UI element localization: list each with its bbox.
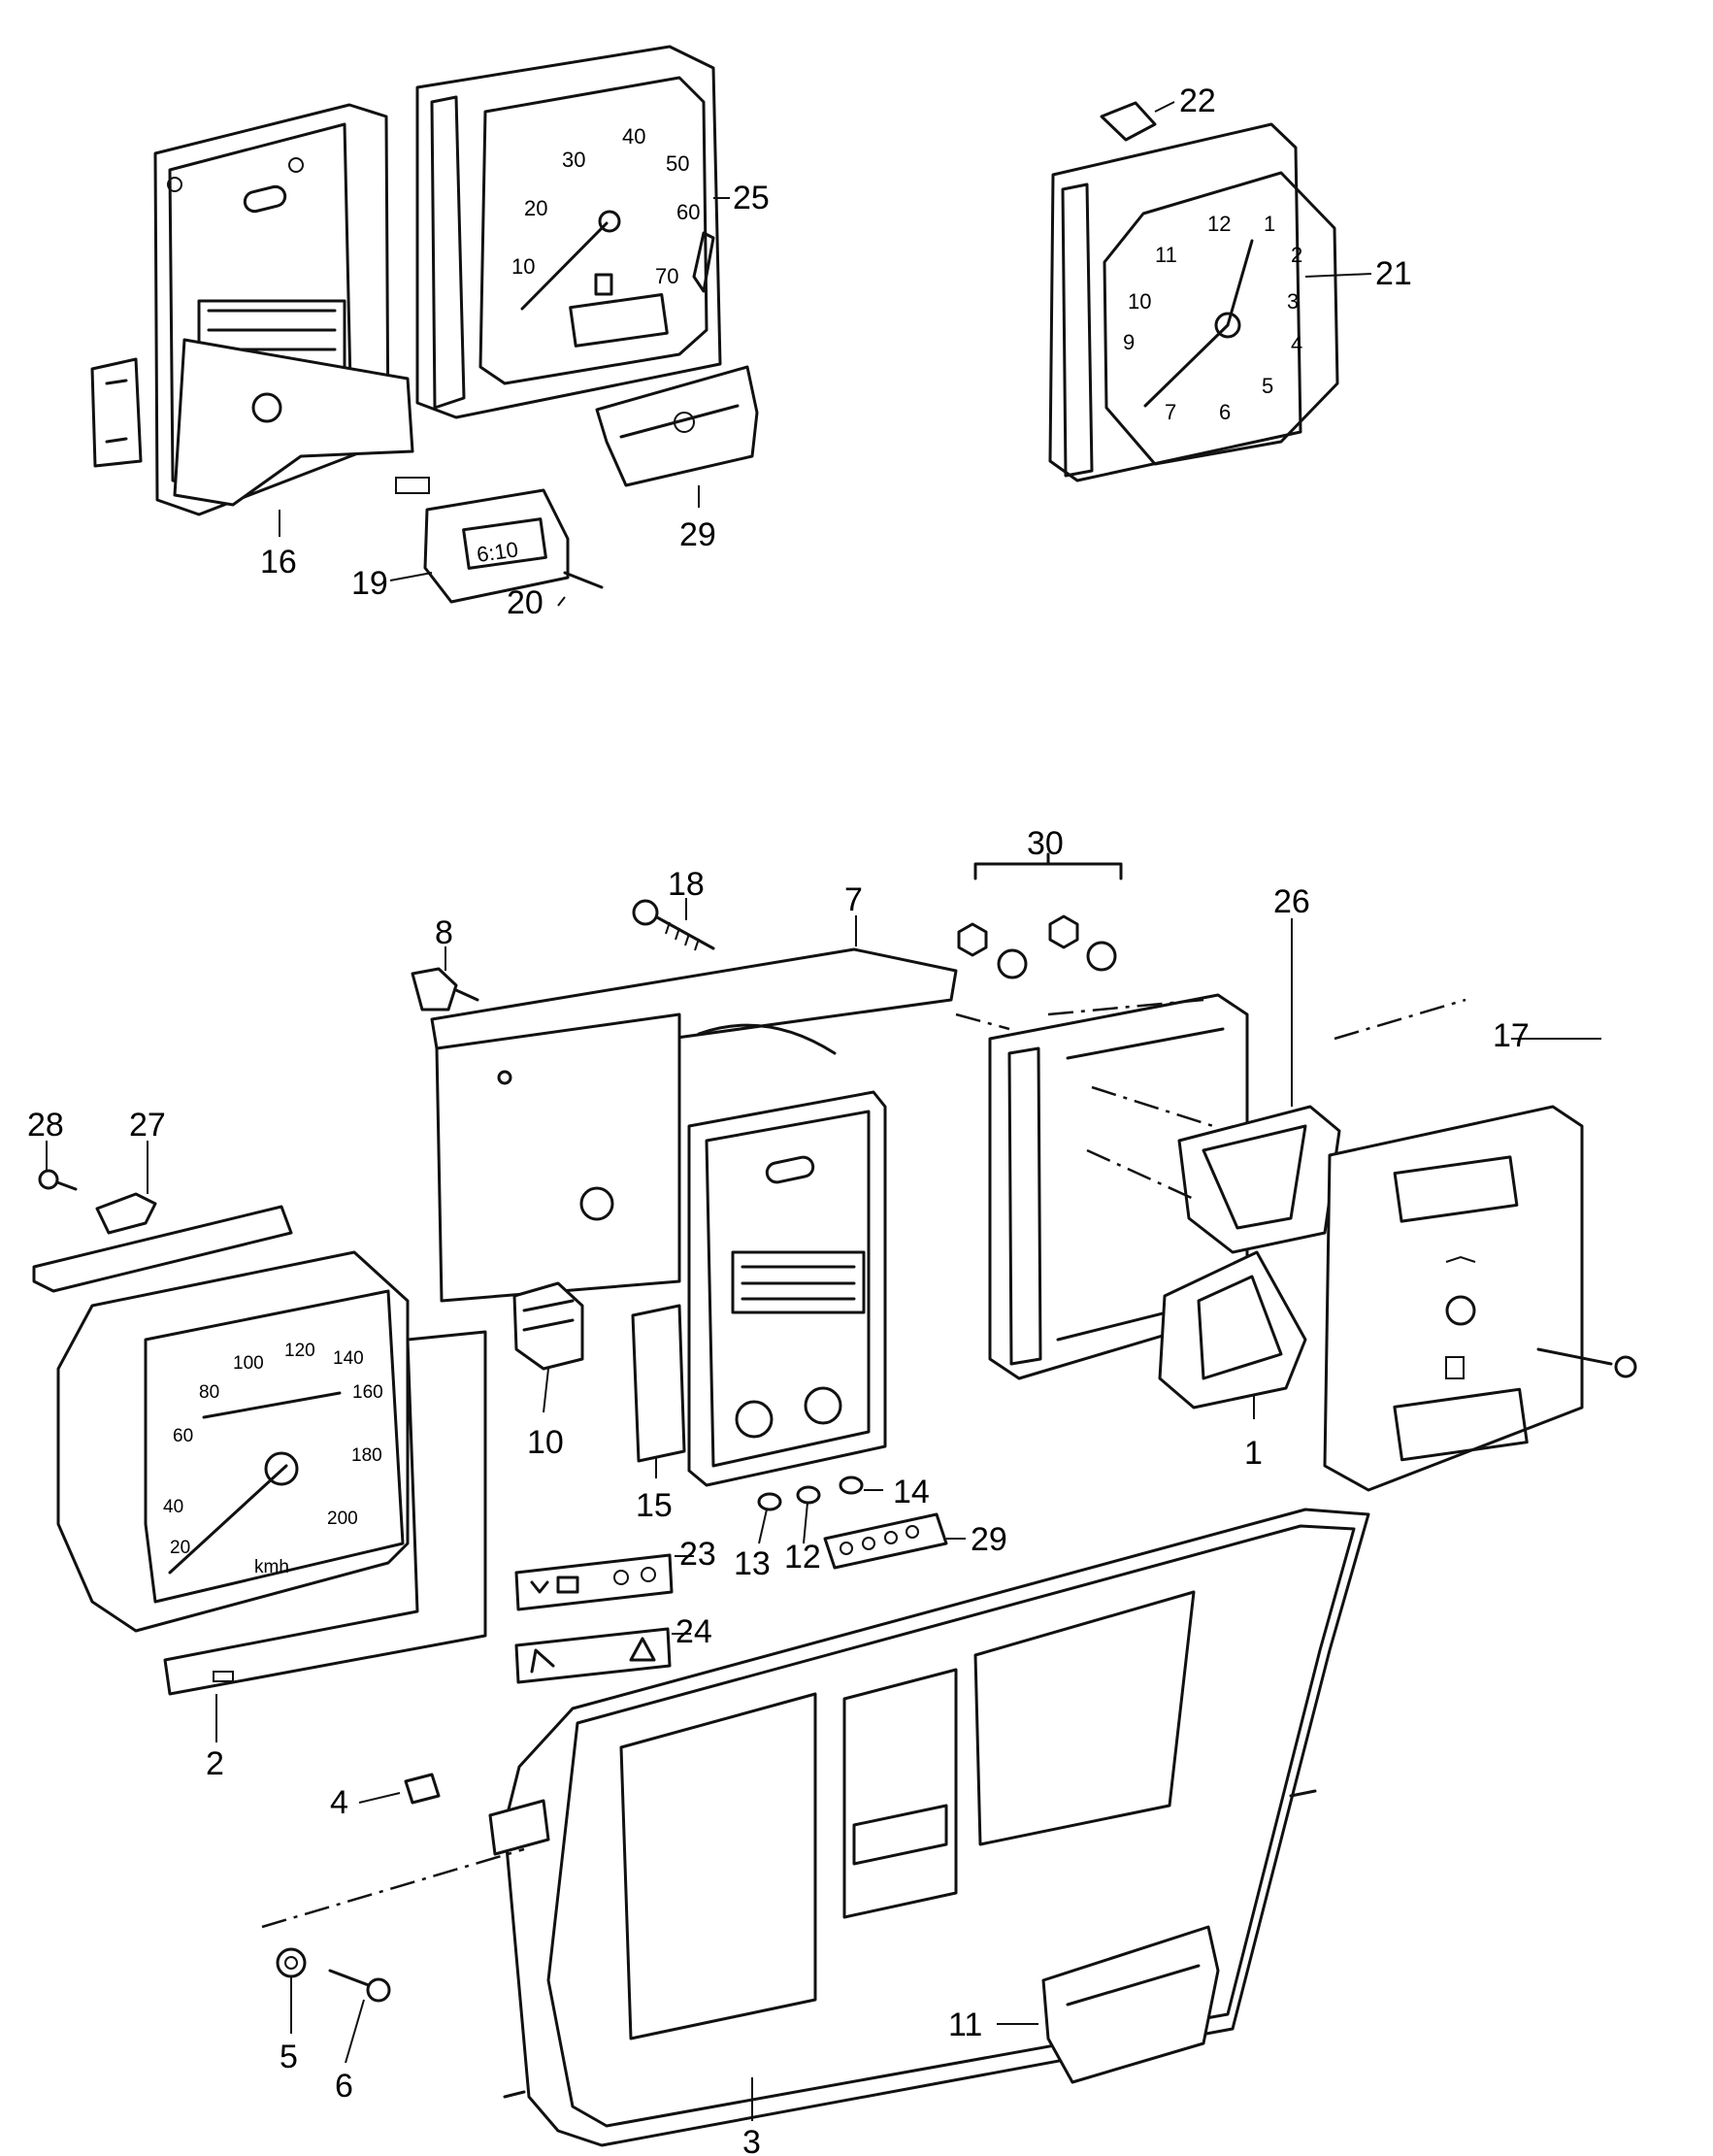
clock-numeral-10: 10 — [1128, 289, 1151, 314]
speedometer-unit: kmh — [254, 1557, 289, 1577]
callout-12: 12 — [784, 1539, 821, 1576]
callout-28: 28 — [27, 1107, 64, 1144]
tachometer-scale-40: 40 — [622, 124, 645, 149]
tachometer-scale-50: 50 — [666, 151, 689, 176]
part-14-bulb — [839, 1476, 864, 1495]
speedometer-scale-100: 100 — [233, 1353, 264, 1374]
callout-30: 30 — [1027, 825, 1064, 862]
callout-26: 26 — [1273, 883, 1310, 920]
callout-22: 22 — [1179, 83, 1216, 119]
callout-29-top: 29 — [679, 516, 716, 553]
callout-8: 8 — [435, 914, 453, 951]
clock-numeral-2: 2 — [1291, 243, 1302, 267]
speedometer-scale-20: 20 — [170, 1538, 190, 1558]
speedometer: 20 40 60 80 100 120 140 160 180 200 kmh — [32, 1205, 410, 1633]
clock-numeral-4: 4 — [1291, 332, 1302, 356]
part-23-warning-symbol-strip — [514, 1553, 674, 1611]
clock-numeral-3: 3 — [1287, 289, 1299, 314]
part-12-bulb — [796, 1485, 821, 1505]
callout-7: 7 — [844, 881, 863, 918]
speedometer-scale-200: 200 — [327, 1509, 358, 1529]
tachometer-scale-70: 70 — [655, 264, 678, 288]
part-6-screw — [328, 1969, 391, 2003]
part-13-bulb — [757, 1492, 782, 1511]
part-24-warning-symbol-strip — [514, 1627, 672, 1684]
speedometer-scale-140: 140 — [333, 1348, 364, 1369]
callout-18: 18 — [668, 866, 705, 903]
part-11-connector-cover — [1041, 1925, 1220, 2084]
part-1-temperature-gauge — [1158, 1250, 1307, 1410]
part-20-pin — [563, 571, 604, 589]
callout-17: 17 — [1493, 1017, 1530, 1054]
part-29-connector-cover-top — [595, 365, 759, 487]
tachometer-scale-10: 10 — [511, 254, 535, 279]
part-30-nuts-washers — [957, 852, 1123, 979]
part-27-connector — [95, 1192, 157, 1235]
callout-21: 21 — [1375, 255, 1412, 292]
speedometer-scale-60: 60 — [173, 1426, 193, 1446]
clock-numeral-5: 5 — [1262, 374, 1273, 398]
callout-1: 1 — [1244, 1435, 1263, 1472]
callout-10: 10 — [527, 1424, 564, 1461]
callout-2: 2 — [206, 1745, 224, 1782]
callout-23: 23 — [679, 1536, 716, 1573]
part-5-washer — [276, 1947, 307, 1978]
part-25-tachometer: 10 20 30 40 50 60 70 — [415, 45, 722, 419]
part-3-cluster-housing-lens — [488, 1508, 1370, 2147]
callout-13: 13 — [734, 1545, 771, 1582]
callout-29-bottom: 29 — [971, 1521, 1007, 1558]
part-screw-right — [1536, 1347, 1637, 1378]
speedometer-scale-80: 80 — [199, 1382, 219, 1403]
part-29-bulb-holder-strip — [823, 1512, 948, 1570]
speedometer-scale-120: 120 — [284, 1341, 315, 1361]
speedometer-scale-40: 40 — [163, 1497, 183, 1517]
part-15-printed-circuit — [631, 1090, 887, 1487]
callout-20: 20 — [507, 584, 544, 621]
callout-5: 5 — [280, 2039, 298, 2075]
clock-numeral-11: 11 — [1155, 243, 1177, 267]
part-18-screw — [632, 899, 715, 951]
part-28-screw — [38, 1169, 78, 1191]
part-16-circuit-housing — [90, 103, 414, 516]
part-21-analog-clock: 12 1 2 3 4 5 6 7 9 10 11 — [1048, 122, 1339, 482]
clock-numeral-9: 9 — [1123, 330, 1135, 354]
part-19-digital-clock-module: 6:10 — [395, 477, 570, 604]
speedometer-scale-180: 180 — [351, 1445, 382, 1466]
part-17-back-plate — [1323, 1105, 1584, 1492]
part-26-fuel-gauge — [1177, 1105, 1341, 1254]
tachometer-scale-30: 30 — [562, 148, 585, 172]
clock-numeral-12: 12 — [1207, 212, 1231, 236]
clock-numeral-7: 7 — [1165, 400, 1176, 424]
speedometer-scale-160: 160 — [352, 1382, 383, 1403]
callout-14: 14 — [893, 1474, 930, 1510]
tachometer-scale-20: 20 — [524, 196, 547, 220]
tachometer-scale-60: 60 — [676, 200, 700, 224]
callout-27: 27 — [129, 1107, 166, 1144]
part-4-clip — [404, 1773, 441, 1805]
callout-labels: 22 25 21 16 19 20 29 30 18 7 26 8 17 28 … — [27, 83, 1530, 2156]
part-8-bulb-holder — [411, 967, 479, 1012]
alignment-lines — [261, 998, 1466, 1929]
part-22-clip — [1100, 101, 1157, 142]
callout-6: 6 — [335, 2068, 353, 2105]
callout-15: 15 — [636, 1487, 673, 1524]
callout-19: 19 — [351, 565, 388, 602]
part-7-carrier-plate — [430, 947, 958, 1303]
callout-16: 16 — [260, 544, 297, 580]
callout-4: 4 — [330, 1784, 348, 1821]
clock-numeral-6: 6 — [1219, 400, 1231, 424]
callout-11: 11 — [948, 2007, 982, 2043]
clock-module-display: 6:10 — [476, 537, 520, 567]
clock-numeral-1: 1 — [1264, 212, 1275, 236]
callout-24: 24 — [675, 1613, 712, 1650]
part-2-bracket — [163, 1330, 487, 1696]
callout-25: 25 — [733, 180, 770, 216]
leader-lines — [46, 101, 1601, 2121]
part-10-connector — [512, 1281, 584, 1371]
callout-3: 3 — [742, 2124, 761, 2156]
